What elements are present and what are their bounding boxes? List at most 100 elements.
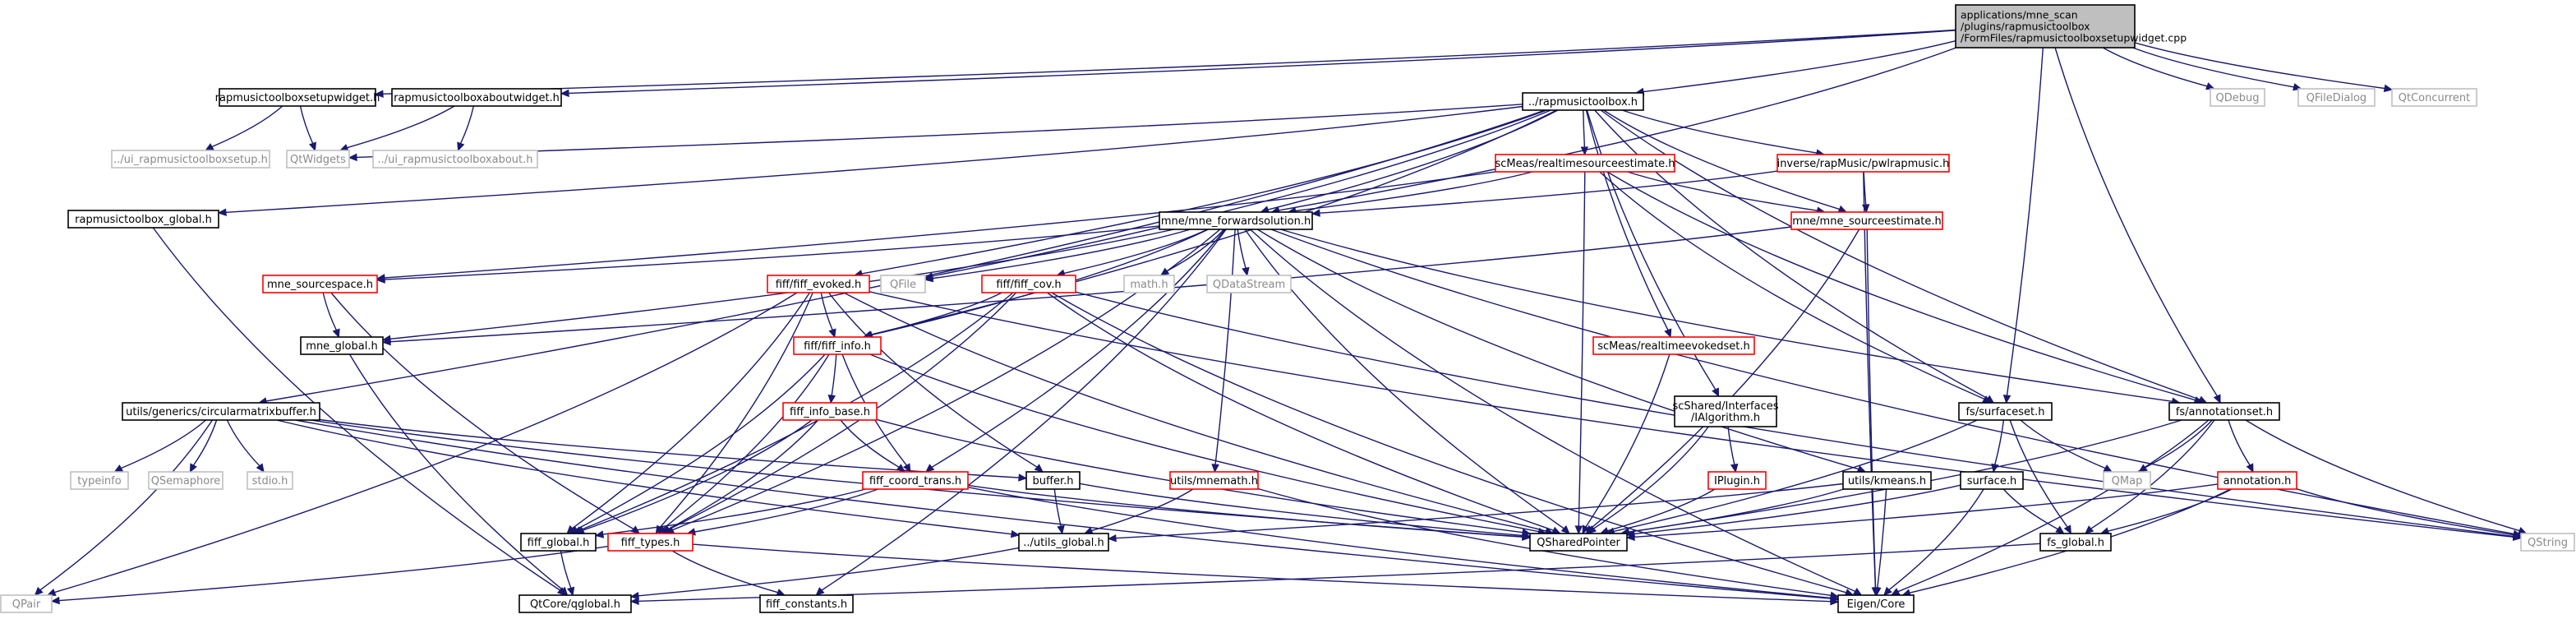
node-circularmatrixbuffer[interactable]: utils/generics/circularmatrixbuffer.h [122,402,320,421]
include-edge-mne_global-to-qglobal [348,353,569,596]
include-edge-mne_sourcespace-to-mne_global [322,292,340,339]
node-qdebug[interactable]: QDebug [2210,88,2265,107]
node-label: rapmusictoolboxsetupwidget.h [215,92,380,104]
node-box [122,402,320,421]
node-label: QString [2528,537,2568,549]
node-fiff-cov[interactable]: fiff/fiff_cov.h [981,275,1076,293]
node-fiff-constants[interactable]: fiff_constants.h [759,594,854,613]
node-label: fiff_types.h [621,537,680,549]
include-edge-utils_global-to-qglobal [629,547,1020,600]
node-box [111,150,270,169]
node-root: applications/mne_scan/plugins/rapmusicto… [1955,4,2187,49]
node-surface-h[interactable]: surface.h [1960,471,2024,490]
node-label: utils/kmeans.h [1848,475,1926,487]
node-fiff-global[interactable]: fiff_global.h [520,533,597,552]
include-edge-mnemath-to-utils_global [1083,488,1194,534]
node-kmeans[interactable]: utils/kmeans.h [1842,471,1932,490]
include-edge-root-to-aboutwidget_h [560,30,1956,98]
include-edge-rapmusictoolbox_h-to-qtwidgets [348,104,1523,162]
node-realtimesourceestimate[interactable]: scMeas/realtimesourceestimate.h [1495,154,1675,173]
node-typeinfo[interactable]: typeinfo [70,471,129,490]
node-fiff-info[interactable]: fiff/fiff_info.h [793,336,882,355]
include-edge-buffer_h-to-utils_global [1053,488,1065,535]
node-box [2103,471,2151,490]
node-ui-setup[interactable]: ../ui_rapmusictoolboxsetup.h [111,150,270,169]
include-edge-root-to-qfiledialog [2132,47,2302,91]
node-label: fiff/fiff_info.h [804,340,871,353]
node-fiff-evoked[interactable]: fiff/fiff_evoked.h [767,275,870,293]
include-edge-fiff_cov-to-fiff_info [863,292,1002,339]
include-edge-kmeans-to-eigen_core [1873,488,1887,597]
include-edge-pwlrapmusic-to-eigen_core [1863,171,1880,597]
node-box [759,594,854,613]
node-label: scMeas/realtimeevokedset.h [1597,340,1749,353]
node-fiff-coord-trans[interactable]: fiff_coord_trans.h [862,471,969,490]
node-qpair[interactable]: QPair [0,594,53,613]
node-stdio-h[interactable]: stdio.h [247,471,293,490]
node-surfaceset[interactable]: fs/surfaceset.h [1958,402,2053,421]
node-fiff-types[interactable]: fiff_types.h [607,533,694,552]
node-iplugin[interactable]: IPlugin.h [1707,471,1767,490]
include-edge-fiff_info-to-fiff_info_base [827,353,837,404]
node-qtwidgets[interactable]: QtWidgets [286,150,350,169]
node-fiff-info-base[interactable]: fiff_info_base.h [782,402,878,421]
include-edge-fiff_cov-to-qstring [1075,291,2523,541]
node-fs-global[interactable]: fs_global.h [2039,533,2112,552]
include-edge-circularmatrixbuffer-to-eigen_core [295,419,1840,603]
node-box [1018,533,1109,552]
node-label: ../ui_rapmusictoolboxabout.h [378,154,533,166]
node-qfiledialog[interactable]: QFileDialog [2297,88,2376,107]
include-edge-rapmusictoolbox_h-to-qfile [924,109,1551,280]
node-mne-global[interactable]: mne_global.h [300,336,384,355]
node-realtimeevokedset[interactable]: scMeas/realtimeevokedset.h [1592,336,1755,355]
node-box [1960,471,2024,490]
node-toolbox-global[interactable]: rapmusictoolbox_global.h [67,210,219,229]
include-edge-pwlrapmusic-to-mne_forwardsolution [1311,170,1778,217]
node-setupwidget-h[interactable]: rapmusictoolboxsetupwidget.h [215,88,380,107]
node-math-h[interactable]: math.h [1123,275,1175,293]
node-mne-forwardsolution[interactable]: mne/mne_forwardsolution.h [1159,211,1313,230]
node-qglobal[interactable]: QtCore/qglobal.h [518,594,632,613]
node-qsemaphore[interactable]: QSemaphore [148,471,223,490]
node-box [2168,402,2280,421]
include-edge-circularmatrixbuffer-to-qsemaphore [189,419,218,473]
node-label: math.h [1130,279,1168,291]
node-qmap[interactable]: QMap [2103,471,2151,490]
node-mnemath[interactable]: utils/mnemath.h [1169,471,1259,490]
node-pwlrapmusic[interactable]: inverse/rapMusic/pwlrapmusic.h [1776,154,1950,173]
node-eigen-core[interactable]: Eigen/Core [1837,594,1915,613]
include-edge-surface_h-to-fs_global [2002,488,2065,534]
node-mne-sourceestimate[interactable]: mne/mne_sourceestimate.h [1790,211,1943,230]
node-box [1842,471,1932,490]
include-edge-root-to-qdebug [2102,47,2215,90]
node-aboutwidget-h[interactable]: rapmusictoolboxaboutwidget.h [391,88,562,107]
include-edge-surfaceset-to-surface_h [1991,419,2005,473]
node-box [2391,88,2477,107]
node-qtconcurrent[interactable]: QtConcurrent [2391,88,2477,107]
node-qfile[interactable]: QFile [880,275,926,293]
node-utils-global[interactable]: ../utils_global.h [1018,533,1109,552]
include-edge-mne_forwardsolution-to-mnemath [1211,229,1236,473]
node-buffer-h[interactable]: buffer.h [1025,471,1081,490]
node-ui-about[interactable]: ../ui_rapmusictoolboxabout.h [372,150,538,169]
include-edge-fiff_types-to-qpair [50,545,609,605]
node-box [793,336,882,355]
node-annotation-h[interactable]: annotation.h [2217,471,2297,490]
include-edge-fiff_coord_trans-to-fiff_global [594,488,866,538]
node-qdatastream[interactable]: QDataStream [1206,275,1292,293]
node-mne-sourcespace[interactable]: mne_sourcespace.h [262,275,378,293]
node-rapmusictoolbox-h[interactable]: ../rapmusictoolbox.h [1522,92,1644,111]
node-box [148,471,223,490]
node-box [880,275,926,293]
node-box [286,150,350,169]
node-qstring[interactable]: QString [2520,533,2575,552]
node-ialgorithm[interactable]: scShared/Interfaces/IAlgorithm.h [1672,395,1779,427]
node-qsharedpointer[interactable]: QSharedPointer [1529,533,1628,552]
include-edge-realtimesourceestimate-to-qsharedpointer [1574,171,1586,535]
include-edge-root-to-setupwidget_h [374,29,1956,99]
node-box [767,275,870,293]
node-label: QFileDialog [2306,92,2366,104]
node-annotationset[interactable]: fs/annotationset.h [2168,402,2280,421]
node-label: Eigen/Core [1847,598,1906,611]
node-box [219,88,376,107]
